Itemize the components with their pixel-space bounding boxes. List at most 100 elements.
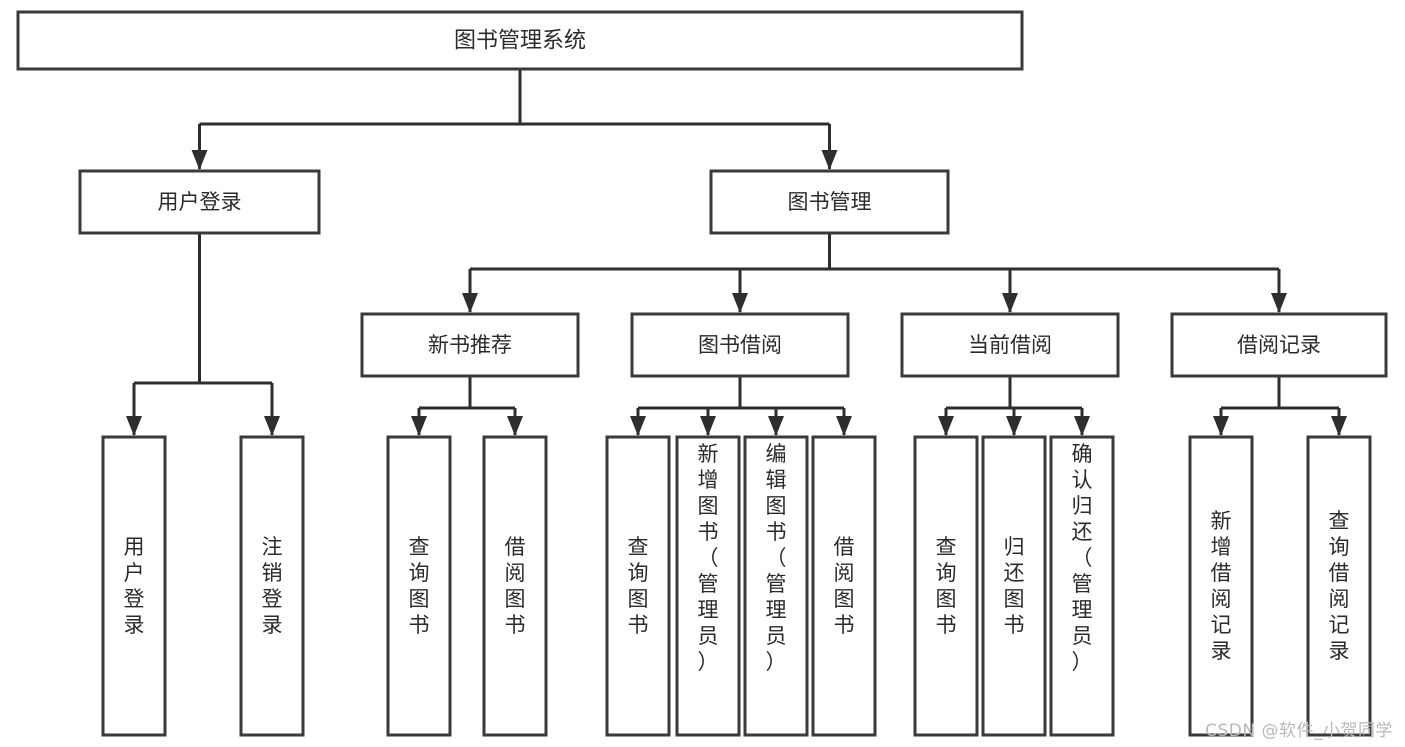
node-label-char: 书 bbox=[766, 520, 787, 544]
node-label-char: 记 bbox=[1329, 613, 1350, 637]
node-label-char: 借 bbox=[505, 535, 526, 559]
node-label-char: 询 bbox=[409, 561, 430, 585]
node-label: 用户登录 bbox=[158, 190, 242, 214]
arrow-head-icon bbox=[1331, 416, 1347, 436]
node-level3-borrow-record[interactable]: 借阅记录 bbox=[1170, 312, 1388, 378]
node-label-char: ） bbox=[1072, 650, 1093, 674]
arrow-head-icon bbox=[264, 416, 280, 436]
node-label: 借阅记录 bbox=[1237, 333, 1321, 357]
node-label-char: 图 bbox=[698, 494, 719, 518]
node-label-char: 员 bbox=[698, 624, 719, 648]
node-level2-user-login[interactable]: 用户登录 bbox=[78, 169, 321, 235]
nodes-layer: 图书管理系统用户登录图书管理新书推荐图书借阅当前借阅借阅记录用户登录注销登录查询… bbox=[16, 10, 1388, 737]
node-label-char: 询 bbox=[628, 561, 649, 585]
arrow-head-icon bbox=[836, 416, 852, 436]
node-label-char: 阅 bbox=[1211, 587, 1232, 611]
node-label-char: 书 bbox=[936, 613, 957, 637]
node-label: 图书借阅 bbox=[698, 333, 782, 357]
node-label-char: 管 bbox=[766, 572, 787, 596]
connectors-layer bbox=[126, 69, 1347, 436]
node-label: 当前借阅 bbox=[968, 333, 1052, 357]
node-label-char: 新 bbox=[698, 442, 719, 466]
arrow-head-icon bbox=[700, 416, 716, 436]
node-label-char: 员 bbox=[1072, 624, 1093, 648]
node-label-char: 增 bbox=[1211, 535, 1232, 559]
node-label-char: 阅 bbox=[505, 561, 526, 585]
node-label-char: 借 bbox=[1211, 561, 1232, 585]
node-label-char: 借 bbox=[1329, 561, 1350, 585]
node-label-char: 销 bbox=[262, 561, 283, 585]
node-label-char: 理 bbox=[1072, 598, 1093, 622]
node-label-char: 录 bbox=[124, 613, 145, 637]
connector-group bbox=[462, 233, 1287, 313]
node-leaf-leaf-user-login[interactable]: 用户登录 bbox=[101, 435, 167, 737]
node-label-char: 管 bbox=[1072, 572, 1093, 596]
arrow-head-icon bbox=[507, 416, 523, 436]
node-label-char: 书 bbox=[505, 613, 526, 637]
node-label-char: （ bbox=[1072, 546, 1093, 570]
node-label-char: 管 bbox=[698, 572, 719, 596]
node-label-char: 阅 bbox=[834, 561, 855, 585]
arrow-head-icon bbox=[1074, 416, 1090, 436]
node-label-char: 询 bbox=[936, 561, 957, 585]
node-label-char: 图 bbox=[1004, 587, 1025, 611]
node-label-char: 登 bbox=[124, 587, 145, 611]
arrow-head-icon bbox=[1213, 416, 1229, 436]
node-label-char: 户 bbox=[124, 561, 145, 585]
connector-group bbox=[126, 233, 280, 436]
node-level3-new-book-rec[interactable]: 新书推荐 bbox=[360, 312, 580, 378]
node-label-char: 理 bbox=[766, 598, 787, 622]
node-label-char: 用 bbox=[124, 535, 145, 559]
node-label-char: 增 bbox=[698, 468, 719, 492]
node-label-char: 图 bbox=[766, 494, 787, 518]
node-label-char: 借 bbox=[834, 535, 855, 559]
connector-group bbox=[630, 376, 852, 436]
node-level3-current-borrow[interactable]: 当前借阅 bbox=[900, 312, 1120, 378]
node-label-char: 登 bbox=[262, 587, 283, 611]
node-level3-book-borrow[interactable]: 图书借阅 bbox=[630, 312, 850, 378]
connector-group bbox=[191, 69, 838, 170]
arrow-head-icon bbox=[768, 416, 784, 436]
node-label-char: 图 bbox=[628, 587, 649, 611]
node-label-char: 归 bbox=[1004, 535, 1025, 559]
node-label-char: ） bbox=[766, 650, 787, 674]
node-label-char: 还 bbox=[1004, 561, 1025, 585]
node-root-root[interactable]: 图书管理系统 bbox=[16, 10, 1024, 71]
node-label-char: ） bbox=[698, 650, 719, 674]
arrow-head-icon bbox=[1002, 293, 1018, 313]
node-label-char: 录 bbox=[1329, 639, 1350, 663]
node-label-char: 询 bbox=[1329, 535, 1350, 559]
node-label-char: 查 bbox=[409, 535, 430, 559]
node-label-char: （ bbox=[698, 546, 719, 570]
arrow-head-icon bbox=[191, 150, 208, 170]
node-label-char: （ bbox=[766, 546, 787, 570]
arrow-head-icon bbox=[411, 416, 427, 436]
node-label-char: 编 bbox=[766, 442, 787, 466]
node-level2-book-manage[interactable]: 图书管理 bbox=[709, 169, 950, 235]
node-label-char: 记 bbox=[1211, 613, 1232, 637]
node-label-char: 员 bbox=[766, 624, 787, 648]
node-label-char: 辑 bbox=[766, 468, 787, 492]
node-label-char: 理 bbox=[698, 598, 719, 622]
node-label-char: 新 bbox=[1211, 509, 1232, 533]
node-label-char: 查 bbox=[1329, 509, 1350, 533]
arrow-head-icon bbox=[938, 416, 954, 436]
node-label-char: 书 bbox=[698, 520, 719, 544]
node-label-char: 图 bbox=[834, 587, 855, 611]
arrow-head-icon bbox=[821, 150, 838, 170]
connector-group bbox=[1213, 376, 1347, 436]
